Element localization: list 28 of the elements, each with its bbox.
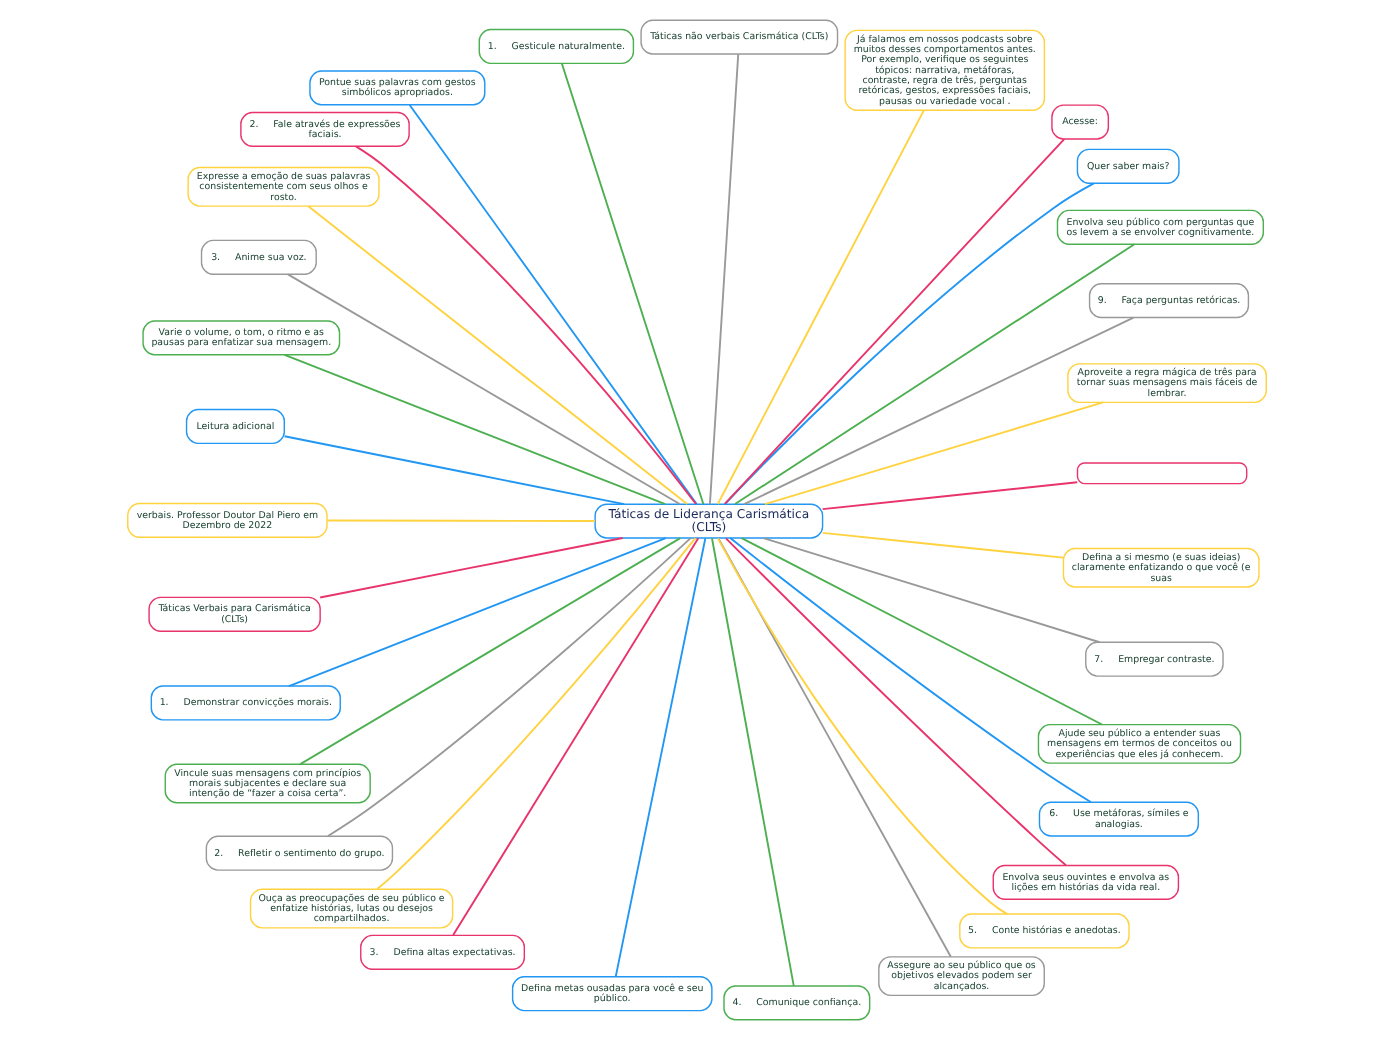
connector: [724, 537, 1066, 867]
connector: [325, 519, 595, 522]
connector: [739, 537, 1102, 726]
connector: [742, 316, 1134, 506]
connector: [728, 537, 1091, 803]
connector: [306, 205, 688, 505]
connector: [282, 353, 666, 505]
connector: [761, 537, 1100, 644]
connector: [287, 537, 666, 687]
connector: [715, 109, 924, 505]
connector: [710, 537, 794, 987]
connector: [722, 138, 1065, 505]
connector: [353, 145, 696, 505]
connector: [733, 243, 1135, 505]
connector: [707, 53, 739, 506]
connector: [559, 62, 704, 505]
connector: [298, 537, 681, 766]
connector: [763, 401, 1103, 506]
connector: [723, 182, 1094, 505]
connector: [286, 273, 680, 505]
connector: [820, 531, 1064, 559]
node-box: [1075, 462, 1247, 485]
connector: [282, 435, 625, 506]
connector: [375, 537, 696, 890]
connector: [613, 537, 706, 978]
connector: [326, 537, 691, 837]
connector: [820, 481, 1078, 511]
connector: [318, 537, 623, 599]
